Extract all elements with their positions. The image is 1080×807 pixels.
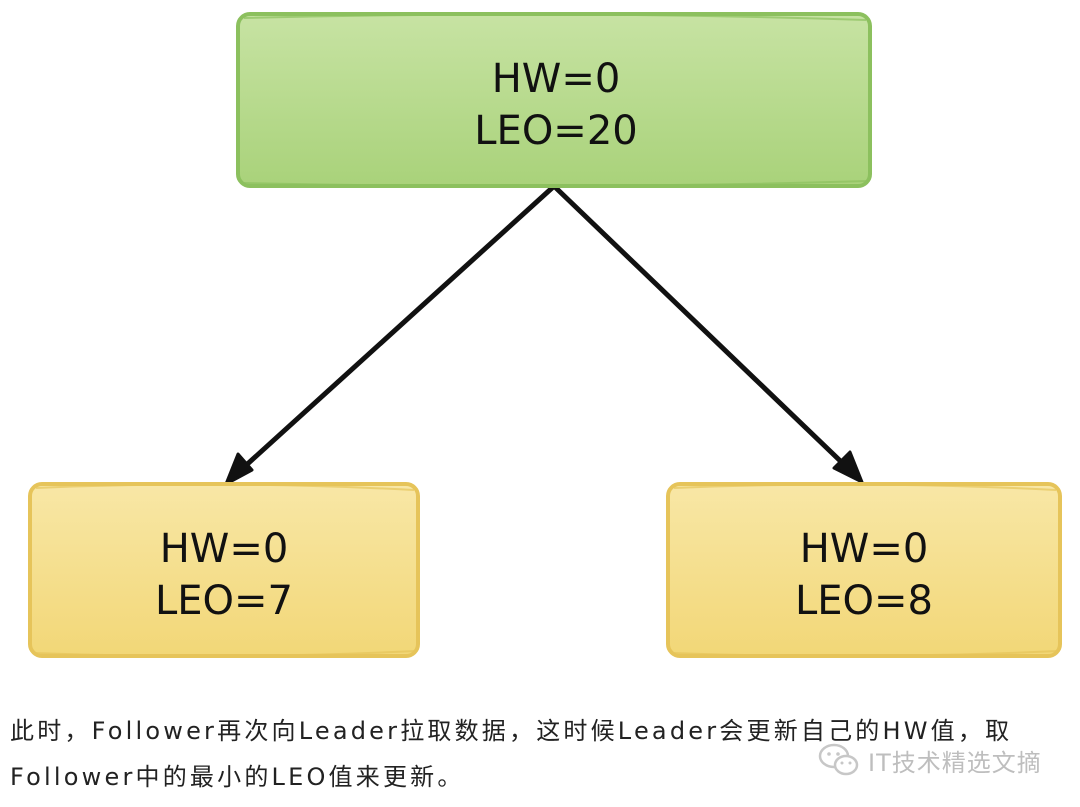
follower-left-hw-label: HW=0 (160, 526, 289, 572)
leader-node: HW=0 LEO=20 (236, 12, 872, 188)
wechat-icon (818, 743, 859, 776)
follower-right-hw-label: HW=0 (800, 526, 929, 572)
edge-left-arrowhead (224, 452, 254, 486)
hw-leo-diagram: HW=0 LEO=20 HW=0 LEO=7 HW=0 LEO=8 (28, 12, 1062, 658)
edge-leader-to-follower-right (553, 185, 859, 479)
watermark-label: IT技术精选文摘 (868, 748, 1042, 777)
edge-right-arrowhead (832, 450, 864, 484)
watermark: IT技术精选文摘 (818, 740, 1042, 780)
follower-left-leo-label: LEO=7 (155, 578, 293, 624)
follower-right-node: HW=0 LEO=8 (666, 482, 1062, 658)
edge-leader-to-follower-left (229, 185, 555, 481)
leader-leo-label: LEO=20 (474, 108, 637, 154)
leader-hw-label: HW=0 (492, 56, 621, 102)
follower-right-leo-label: LEO=8 (795, 578, 933, 624)
follower-left-node: HW=0 LEO=7 (28, 482, 420, 658)
edges (224, 185, 864, 486)
caption-text: 此时，Follower再次向Leader拉取数据，这时候Leader会更新自己的… (10, 717, 1013, 791)
